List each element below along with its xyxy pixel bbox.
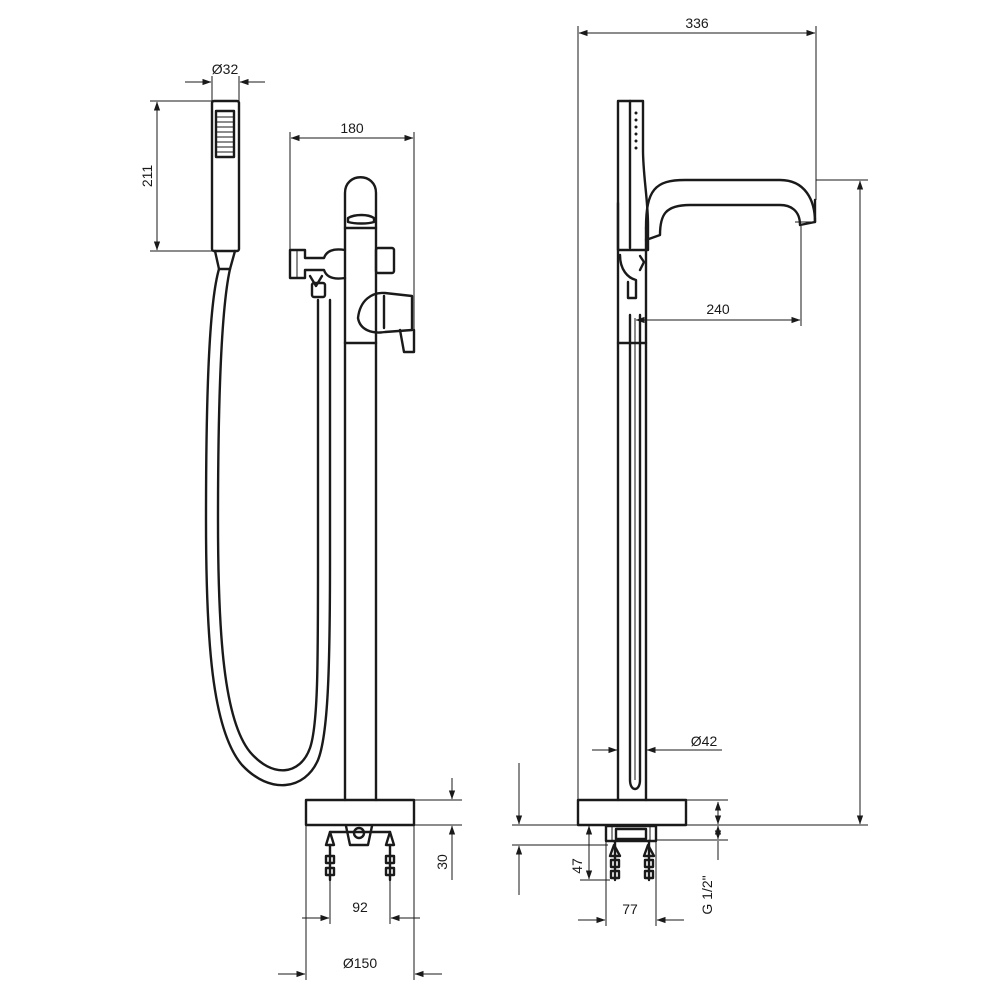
dim-thread-height: 47 (569, 825, 610, 881)
side-column (616, 201, 648, 802)
label-column-diameter: Ø42 (691, 733, 718, 749)
side-spout (644, 178, 817, 242)
hand-shower (210, 99, 241, 271)
dim-base-height: 30 (414, 778, 462, 880)
base-plate (304, 798, 416, 882)
label-handshower-length: 211 (139, 165, 155, 188)
label-base-diameter: Ø150 (343, 955, 377, 971)
label-mixer-width: 180 (340, 120, 364, 136)
label-thread-size: G 1/2" (699, 875, 715, 914)
label-overall-width: 336 (685, 15, 709, 31)
dim-handshower-diameter: Ø32 (185, 61, 265, 101)
label-base-height: 30 (434, 854, 450, 870)
side-view: 336 240 Ø42 47 (512, 15, 868, 926)
dim-handshower-length: 211 (139, 100, 212, 252)
side-hand-shower (616, 99, 650, 300)
side-base-plate (576, 798, 688, 882)
dim-spout-reach: 240 (635, 226, 802, 326)
dim-connection-spacing: 77 (578, 842, 684, 926)
dim-base-diameter: Ø150 (278, 826, 442, 980)
dim-column-diameter: Ø42 (592, 733, 722, 754)
mixer-body (288, 176, 416, 802)
dim-thread-size: G 1/2" (656, 799, 728, 915)
shower-hose (204, 267, 332, 787)
label-handshower-diameter: Ø32 (212, 61, 239, 77)
front-view: Ø32 211 180 30 92 (139, 61, 462, 980)
dim-total-height (686, 179, 868, 826)
dim-connection-height (512, 763, 608, 895)
label-spout-reach: 240 (706, 301, 730, 317)
label-connection-spacing: 77 (622, 901, 638, 917)
dim-fixing-spacing: 92 (302, 880, 420, 924)
label-fixing-spacing: 92 (352, 899, 368, 915)
label-connection-height: 47 (569, 858, 585, 874)
dim-mixer-width: 180 (289, 120, 415, 330)
dim-overall-width: 336 (577, 15, 817, 800)
